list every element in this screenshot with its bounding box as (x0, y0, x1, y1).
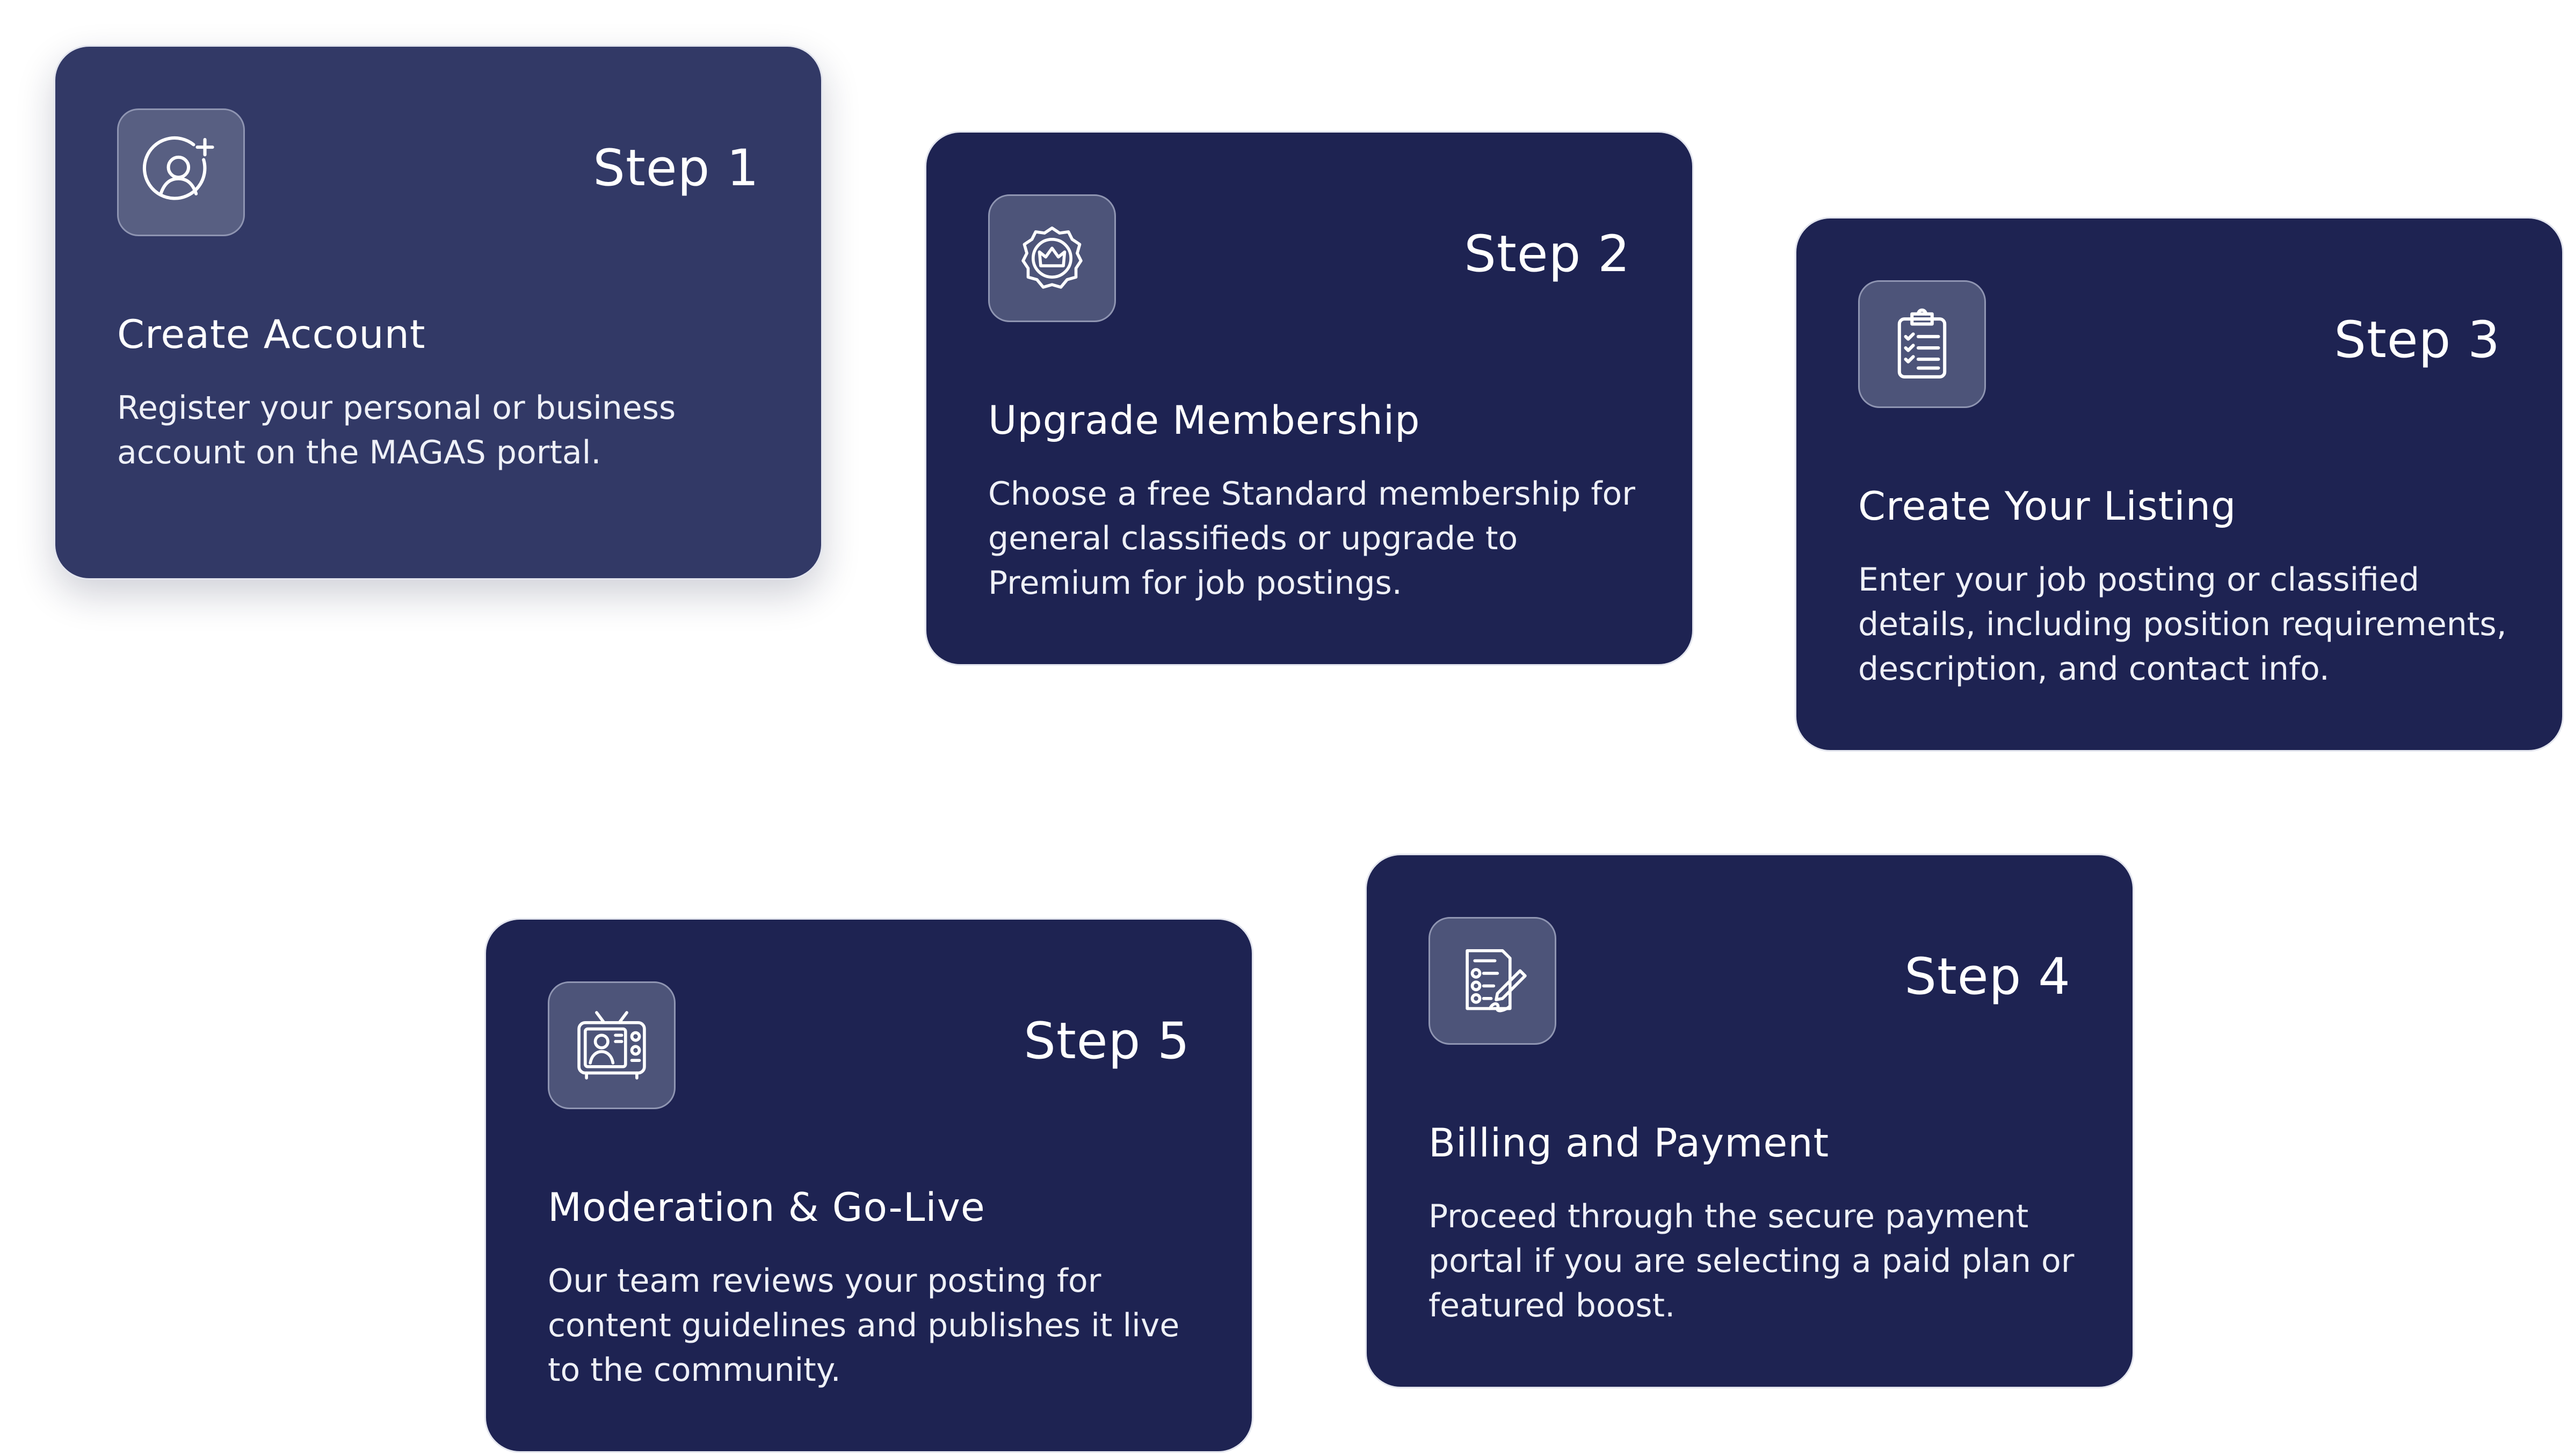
step-card-3[interactable]: Step 3 Create Your Listing Enter your jo… (1795, 217, 2564, 752)
invoice-sign-icon (1428, 917, 1556, 1045)
crown-badge-icon (988, 194, 1116, 322)
step-card-4[interactable]: Step 4 Billing and Payment Proceed throu… (1365, 854, 2134, 1388)
step-number: Step 1 (593, 139, 759, 198)
step-description: Our team reviews your posting for conten… (548, 1262, 1180, 1389)
clipboard-checklist-icon (1858, 280, 1986, 408)
step-card-1[interactable]: Step 1 Create Account Register your pers… (54, 45, 823, 580)
step-description: Choose a free Standard membership for ge… (988, 475, 1635, 602)
step-description: Enter your job posting or classified det… (1858, 561, 2507, 688)
step-description: Register your personal or business accou… (117, 389, 676, 471)
step-number: Step 4 (1904, 948, 2071, 1006)
step-number: Step 3 (2334, 311, 2500, 369)
step-title: Moderation & Go-Live (548, 1185, 985, 1231)
user-add-icon (117, 108, 245, 236)
step-title: Create Account (117, 312, 426, 358)
step-title: Create Your Listing (1858, 484, 2237, 529)
step-number: Step 2 (1464, 225, 1630, 283)
step-title: Upgrade Membership (988, 398, 1420, 443)
step-number: Step 5 (1024, 1012, 1190, 1071)
tv-broadcast-icon (548, 981, 676, 1109)
step-title: Billing and Payment (1428, 1120, 1830, 1166)
step-description: Proceed through the secure payment porta… (1428, 1198, 2075, 1324)
step-card-2[interactable]: Step 2 Upgrade Membership Choose a free … (925, 131, 1694, 666)
step-card-5[interactable]: Step 5 Moderation & Go-Live Our team rev… (484, 918, 1253, 1453)
